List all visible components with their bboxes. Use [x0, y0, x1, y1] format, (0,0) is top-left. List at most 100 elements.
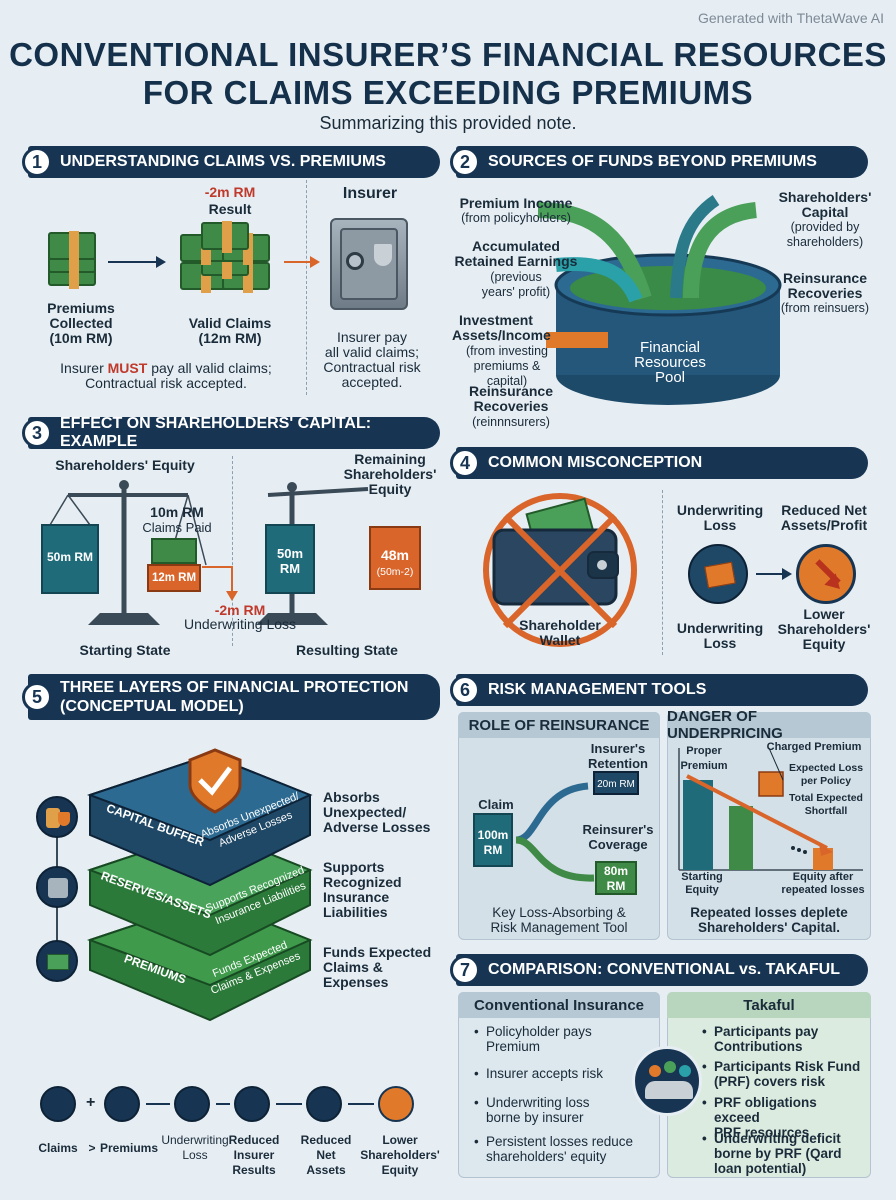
- conventional-item: Persistent losses reduce shareholders' e…: [474, 1134, 656, 1164]
- divider: [232, 456, 233, 646]
- uw-loss-bottom-label: Underwriting Loss: [676, 620, 764, 651]
- cash-pile-icon: [176, 221, 276, 294]
- section-number: 2: [450, 147, 480, 177]
- people-group-icon: [632, 1046, 702, 1116]
- claim-value: 100m RM: [477, 828, 509, 857]
- arrow-icon: [216, 1103, 230, 1105]
- plus-sign: +: [86, 1094, 96, 1111]
- reinsurance-split-diagram: [473, 771, 639, 895]
- insurer-label: Insurer: [342, 185, 398, 202]
- section-number: 3: [22, 418, 52, 448]
- underpricing-title: DANGER OF UNDERPRICING: [667, 708, 871, 742]
- section-title: COMPARISON: CONVENTIONAL vs. TAKAFUL: [488, 961, 841, 978]
- claim-label: Claim: [478, 797, 514, 812]
- reinsurance-title: ROLE OF REINSURANCE: [458, 712, 660, 738]
- section-number: 7: [450, 955, 480, 985]
- must-pay-note: Insurer MUST pay all valid claims; Contr…: [60, 360, 272, 391]
- divider: [662, 490, 663, 655]
- loss-value: -2m RM: [214, 602, 266, 618]
- arrow-icon: [108, 261, 158, 263]
- premium-income-label: Premium Income: [459, 195, 573, 211]
- section-title: COMMON MISCONCEPTION: [488, 454, 703, 471]
- uw-loss-top-label: Underwriting Loss: [676, 502, 764, 533]
- arrow-icon: [348, 1103, 374, 1105]
- charged-premium-label: Charged Premium: [766, 741, 862, 753]
- coins-icon: [306, 1086, 342, 1122]
- retained-earnings-label: Accumulated Retained Earnings: [454, 238, 578, 269]
- takaful-item: Participants pay Contributions: [702, 1024, 866, 1054]
- section-3-header: 3 EFFECT ON SHAREHOLDERS' CAPITAL: EXAMP…: [22, 415, 440, 450]
- takaful-title: Takaful: [667, 992, 871, 1018]
- arrow-icon: [276, 1103, 302, 1105]
- total-shortfall-label: Total Expected Shortfall: [789, 792, 863, 817]
- flow-lower-equity: Lower Shareholders' Equity: [360, 1133, 440, 1177]
- shareholders-capital-label: Shareholders' Capital: [778, 189, 872, 220]
- section-6-header: 6 RISK MANAGEMENT TOOLS: [450, 674, 868, 706]
- flow-premiums: Premiums: [99, 1141, 159, 1155]
- proper-premium-label: Proper Premium: [680, 745, 728, 772]
- funds-pool-diagram: [537, 195, 782, 405]
- pool-label: Financial Resources Pool: [634, 339, 706, 386]
- section-2-header: 2 SOURCES OF FUNDS BEYOND PREMIUMS: [450, 146, 868, 178]
- shareholders-equity-label: Shareholders' Equity: [55, 457, 195, 473]
- section-title: UNDERSTANDING CLAIMS VS. PREMIUMS: [60, 153, 386, 170]
- arrow-head-icon: [782, 568, 792, 580]
- section-7-header: 7 COMPARISON: CONVENTIONAL vs. TAKAFUL: [450, 954, 868, 986]
- layer3-side-label: Funds Expected Claims & Expenses: [323, 944, 432, 990]
- layer1-side-label: Absorbs Unexpected/ Adverse Losses: [323, 789, 431, 835]
- cash-small-icon: [36, 940, 78, 982]
- retention-value: 20m RM: [597, 779, 635, 790]
- section-number: 5: [22, 682, 52, 712]
- loss-label: Underwriting Loss: [183, 616, 297, 632]
- down-arrow-icon: [796, 544, 856, 604]
- section-number: 1: [22, 147, 52, 177]
- document-icon: [104, 1086, 140, 1122]
- left-equity-block: 50m RM: [46, 550, 93, 564]
- reinsurance-right-label: Reinsurance Recoveries: [782, 270, 868, 301]
- reinsurance-left-sub: (reinnnsurers): [472, 415, 550, 429]
- coverage-value: 80m RM: [603, 864, 629, 893]
- underpricing-caption: Repeated losses deplete Shareholders' Ca…: [690, 905, 848, 935]
- reinsurance-left-label: Reinsurance Recoveries: [468, 383, 554, 414]
- balance-scales-diagram: [41, 480, 421, 625]
- claims-paid-value: 10m RM: [150, 504, 204, 520]
- claims-paid-label: Claims Paid: [142, 520, 212, 535]
- page-title: CONVENTIONAL INSURER’S FINANCIAL RESOURC…: [9, 36, 887, 111]
- flow-reduced-results: Reduced Insurer Results: [228, 1133, 280, 1177]
- resulting-state-label: Resulting State: [296, 642, 398, 658]
- section-title: THREE LAYERS OF FINANCIAL PROTECTION: [60, 679, 409, 696]
- section-title: SOURCES OF FUNDS BEYOND PREMIUMS: [488, 153, 817, 170]
- insurer-note: Insurer pay all valid claims; Contractua…: [323, 329, 421, 390]
- safe-icon: [330, 218, 408, 310]
- flow-claims: Claims: [38, 1141, 78, 1155]
- reduced-net-assets-label: Reduced Net Assets/Profit: [780, 502, 868, 533]
- conventional-item: Policyholder pays Premium: [474, 1024, 626, 1054]
- retention-label: Insurer's Retention: [588, 741, 648, 771]
- section-5-header: 5 THREE LAYERS OF FINANCIAL PROTECTION (C…: [22, 674, 440, 720]
- cash-value: 12m RM: [151, 572, 197, 584]
- three-layers-stack-diagram: [87, 748, 313, 1022]
- section-title-line2: (CONCEPTUAL MODEL): [60, 698, 244, 715]
- equity-after-label: Equity after repeated losses: [781, 871, 865, 896]
- page-subtitle: Summarizing this provided note.: [319, 113, 577, 133]
- section-number: 6: [450, 675, 480, 705]
- section-1-header: 1 UNDERSTANDING CLAIMS VS. PREMIUMS: [22, 146, 440, 178]
- arrow-icon: [146, 1103, 170, 1105]
- premium-income-sub: (from policyholders): [461, 211, 571, 225]
- bar-chart-icon: [234, 1086, 270, 1122]
- premiums-collected-label: Premiums Collected (10m RM): [47, 300, 115, 346]
- investment-sub: (from investing premiums & capital): [466, 344, 548, 388]
- flow-reduced-assets: Reduced Net Assets: [300, 1133, 352, 1177]
- conventional-title: Conventional Insurance: [458, 992, 660, 1018]
- valid-claims-label: Valid Claims (12m RM): [188, 315, 272, 346]
- down-trend-icon: [378, 1086, 414, 1122]
- forward-icon: [174, 1086, 210, 1122]
- expected-loss-label: Expected Loss per Policy: [788, 762, 864, 787]
- flow-gt: >: [88, 1141, 96, 1155]
- cash-stack-icon: [44, 231, 104, 292]
- safe-small-icon: [36, 866, 78, 908]
- flow-underwriting-loss: Underwriting Loss: [161, 1133, 229, 1162]
- takaful-item: Participants Risk Fund (PRF) covers risk: [702, 1059, 866, 1089]
- section-title: EFFECT ON SHAREHOLDERS' CAPITAL: EXAMPLE: [60, 415, 372, 450]
- remaining-equity-value: 48m: [380, 547, 410, 563]
